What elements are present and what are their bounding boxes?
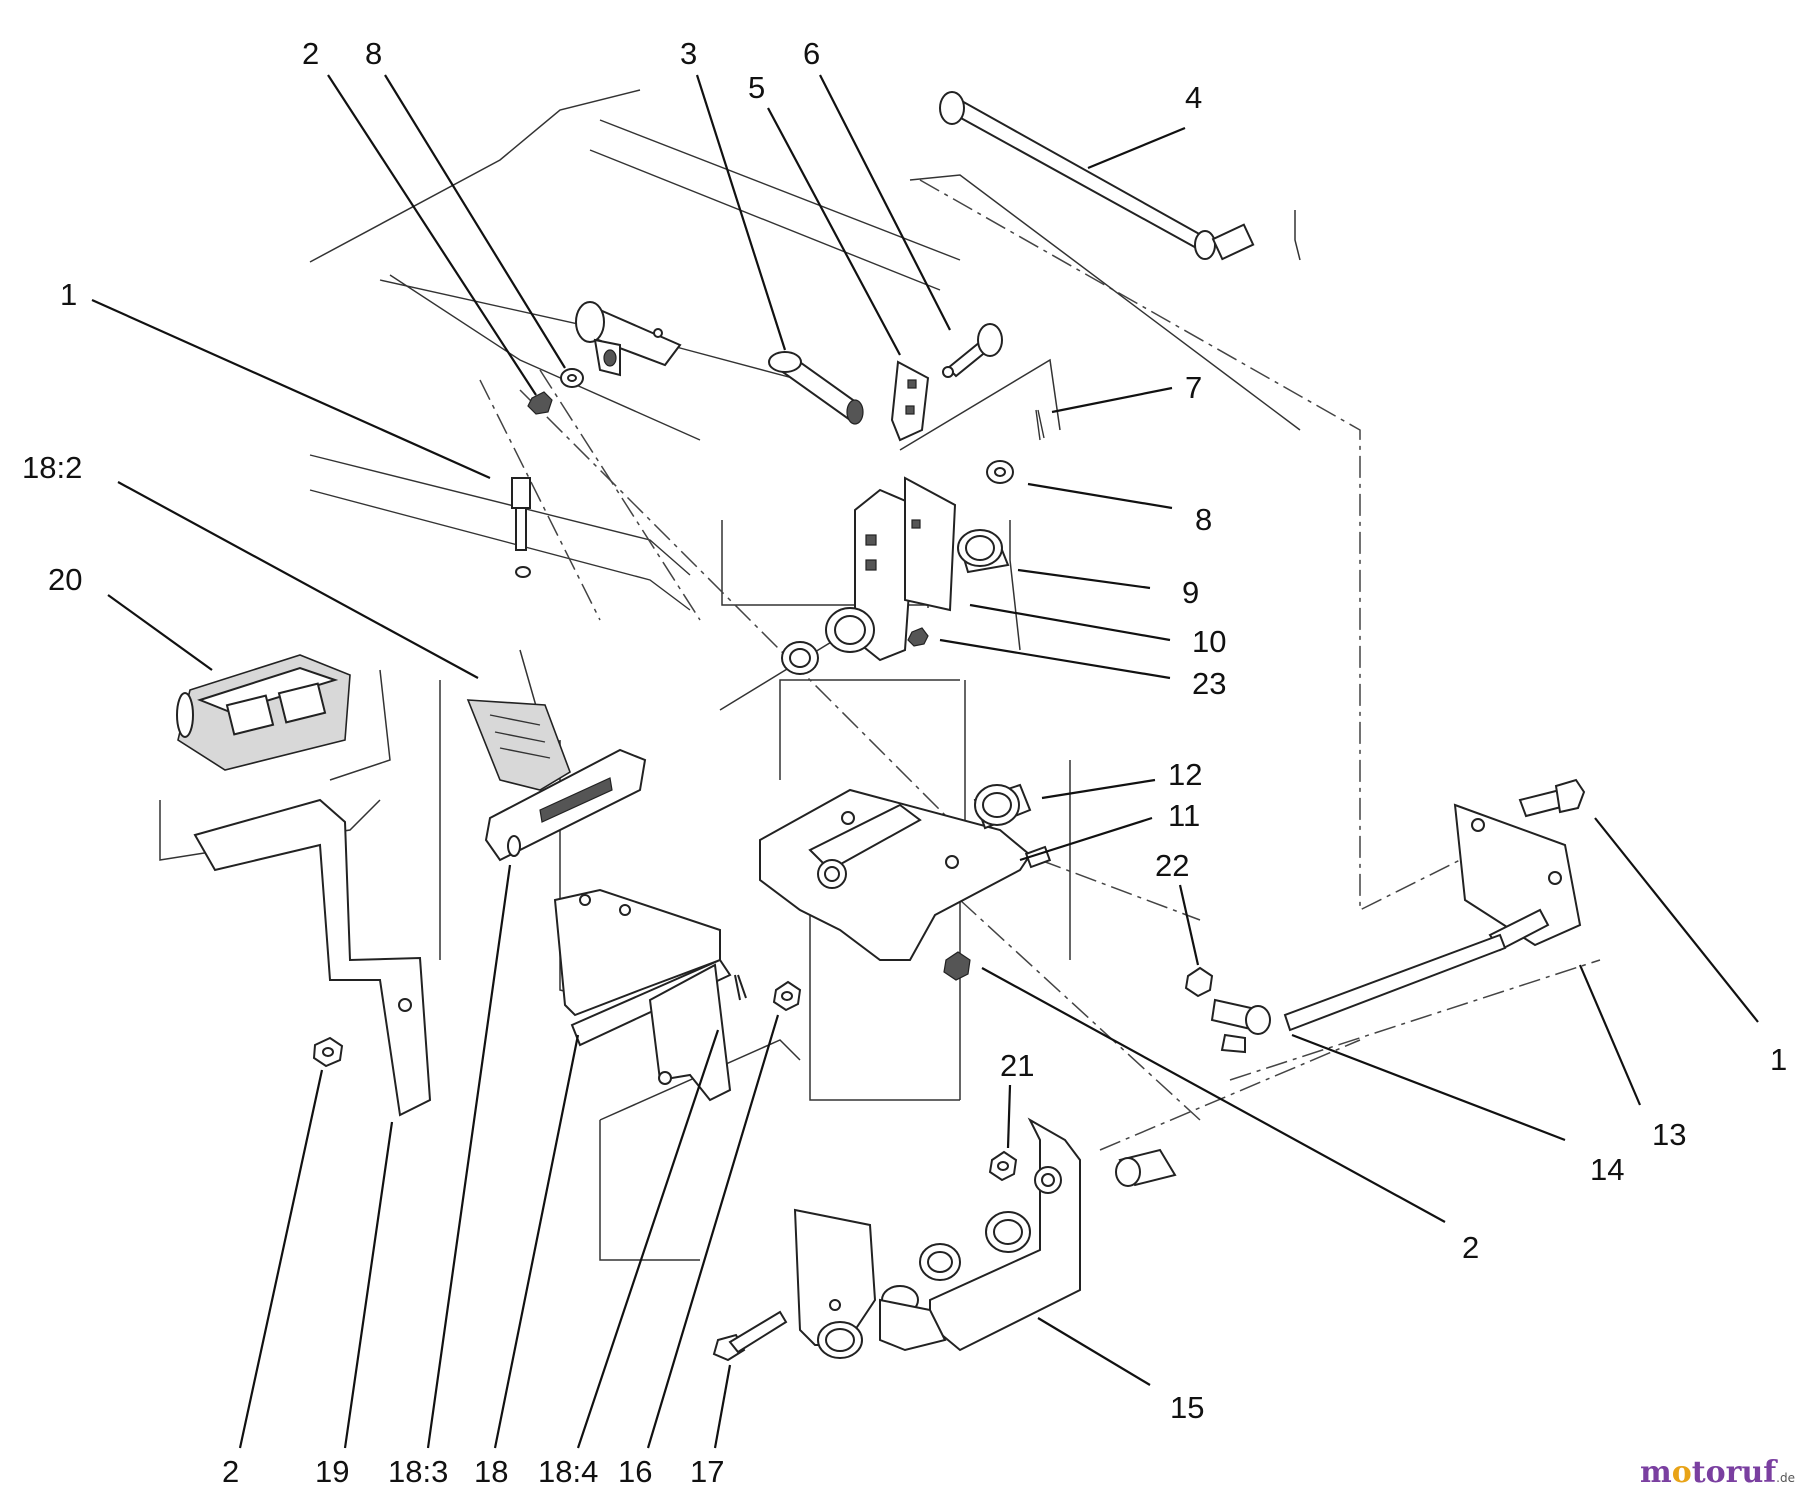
bushing-icon <box>973 783 1032 830</box>
callout-15: 15 <box>1170 1390 1204 1425</box>
watermark-m: m <box>1640 1455 1672 1490</box>
nut-icon <box>772 980 802 1012</box>
callout-18-2: 18:2 <box>22 450 82 485</box>
shaft-icon <box>1283 803 1582 1032</box>
leader-lines <box>91 74 1759 1449</box>
callout-18: 18 <box>474 1454 508 1489</box>
bracket-icon <box>759 788 1032 961</box>
shaft-icon <box>1115 1148 1177 1187</box>
watermark-toruf: toruf <box>1692 1455 1778 1490</box>
callout-23: 23 <box>1192 666 1226 701</box>
bolt-icon <box>712 1310 788 1362</box>
callout-16: 16 <box>618 1454 652 1489</box>
callout-22: 22 <box>1155 848 1189 883</box>
nut-icon <box>988 1150 1018 1182</box>
callout-21: 21 <box>1000 1048 1034 1083</box>
callout-2-bottom: 2 <box>222 1454 239 1489</box>
callout-18-3: 18:3 <box>388 1454 448 1489</box>
washer-icon <box>986 460 1014 484</box>
nut-icon <box>1184 966 1214 998</box>
watermark-suffix: .de <box>1776 1471 1795 1485</box>
bolt-icon <box>1518 778 1586 818</box>
bolt-icon <box>942 323 1003 378</box>
callout-17: 17 <box>690 1454 724 1489</box>
shaft-icon <box>768 351 864 425</box>
callout-7: 7 <box>1185 370 1202 405</box>
callout-20: 20 <box>48 562 82 597</box>
bushing-icon <box>781 607 875 675</box>
callout-9: 9 <box>1182 575 1199 610</box>
pedal-pad-icon <box>176 654 351 771</box>
callout-10: 10 <box>1192 624 1226 659</box>
watermark-logo: motoruf.de <box>1640 1455 1795 1490</box>
nut-icon <box>907 627 929 647</box>
watermark-o: o <box>1672 1455 1692 1490</box>
callout-13: 13 <box>1652 1117 1686 1152</box>
pedal-pad-icon <box>466 699 571 791</box>
bracket-icon <box>890 360 930 442</box>
callout-5: 5 <box>748 70 765 105</box>
callouts: 2 8 3 6 5 4 1 7 8 9 10 23 18:2 20 12 11 … <box>22 36 1787 1489</box>
callout-2-right: 2 <box>1462 1230 1479 1265</box>
callout-1-left: 1 <box>60 277 77 312</box>
bolt-icon <box>1210 998 1271 1054</box>
callout-11: 11 <box>1168 798 1200 833</box>
callout-19: 19 <box>315 1454 349 1489</box>
bracket-icon <box>648 963 747 1102</box>
nut-icon <box>527 391 553 415</box>
washer-icon <box>560 368 584 388</box>
callout-18-4: 18:4 <box>538 1454 598 1489</box>
pedal-pad-icon <box>484 748 647 862</box>
callout-2-top: 2 <box>302 36 319 71</box>
cotter-pin-icon <box>1035 409 1045 441</box>
bolt-icon <box>511 477 531 578</box>
callout-6: 6 <box>803 36 820 71</box>
svg-text:motoruf.de: motoruf.de <box>1640 1455 1795 1490</box>
bracket-icon <box>575 301 682 377</box>
callout-14: 14 <box>1590 1152 1624 1187</box>
pedal-arm-icon <box>193 798 432 1117</box>
nut-icon <box>943 951 971 981</box>
nut-icon <box>312 1036 344 1068</box>
callout-8-top: 8 <box>365 36 382 71</box>
callout-8-right: 8 <box>1195 502 1212 537</box>
callout-3: 3 <box>680 36 697 71</box>
bushing-icon <box>817 1211 1031 1359</box>
bushing-icon <box>957 529 1010 574</box>
chassis-outline <box>159 89 1461 1261</box>
rod-icon <box>939 91 1255 261</box>
alignment-lines <box>479 369 1601 1151</box>
bracket-icon <box>793 1117 1081 1352</box>
callout-1-right: 1 <box>1770 1042 1787 1077</box>
callout-4: 4 <box>1185 80 1202 115</box>
callout-12: 12 <box>1168 757 1202 792</box>
